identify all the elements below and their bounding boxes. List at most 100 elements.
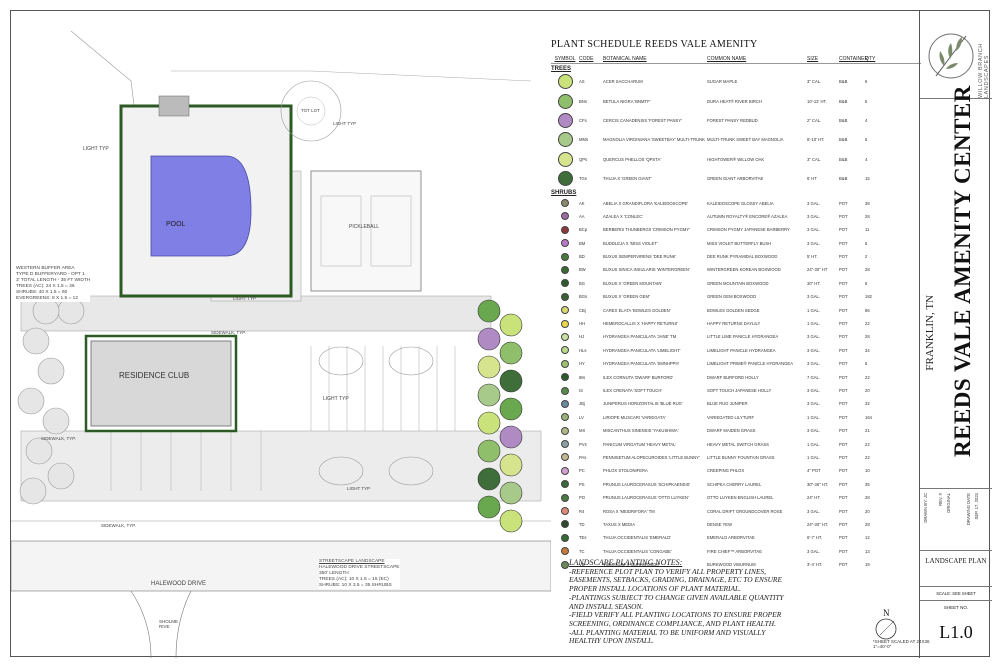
botanical-name: BUXUS X 'GREEN GEM' <box>603 294 650 300</box>
plant-size: 1 GAL. <box>807 441 821 447</box>
header-code: CODE <box>579 56 594 62</box>
botanical-name: VIBURNUM X 'BURKWOODII' <box>603 562 660 568</box>
botanical-name: HEMEROCALLIS X 'HAPPY RETURNS' <box>603 321 679 327</box>
tree-symbol <box>499 481 523 505</box>
plant-size: 3" CAL. <box>807 79 822 85</box>
plant-qty: 13 <box>865 548 870 554</box>
halewood-drive-road <box>11 540 551 592</box>
plant-symbol-icon <box>557 112 573 128</box>
sholme-drive-label: SHOLME RIVE <box>159 619 179 629</box>
botanical-name: BUDDLEJA X 'MISS VIOLET' <box>603 240 658 246</box>
plant-container: POT <box>839 321 848 327</box>
plant-code: IBs <box>579 374 586 380</box>
streetscape-note-line: STREETSCAPE LANDSCAPE <box>319 559 385 564</box>
plant-container: B&B <box>839 156 848 162</box>
sidewalk-label: SIDEWALK, TYP. <box>41 436 76 441</box>
plant-symbol-cell <box>551 225 579 234</box>
sheet-scale: SCALE: SEE SHEET <box>920 587 992 601</box>
plant-qty: 6 <box>865 280 868 286</box>
plant-size: 3" CAL. <box>807 156 822 162</box>
plant-symbol-cell <box>551 199 579 208</box>
plant-symbol-cell <box>551 252 579 261</box>
common-name: HEAVY METAL SWITCH GRASS <box>707 441 769 447</box>
plant-symbol-cell <box>551 560 579 569</box>
parking-island <box>318 456 364 486</box>
common-name: OTTO LUYKEN ENGLISH LAUREL <box>707 495 774 501</box>
light-typ-label: LIGHT TYP <box>233 296 257 301</box>
common-name: LIMELIGHT PANICLE HYDRANGEA <box>707 347 776 353</box>
common-name: DURA HEAT® RIVER BIRCH <box>707 98 762 104</box>
parking-stripes <box>110 346 456 491</box>
notes-title: LANDSCAPE PLANTING NOTES: <box>569 558 683 567</box>
plant-qty: 2 <box>865 254 868 260</box>
common-name: HIGHTOWER® WILLOW OAK <box>707 156 765 162</box>
botanical-name: JUNIPERUS HORIZONTALIS 'BLUE RUG' <box>603 401 683 407</box>
plant-symbol-icon <box>561 547 569 556</box>
plant-code: AS <box>579 79 585 85</box>
tree-symbol <box>499 509 523 533</box>
north-arrow-icon: N <box>875 609 897 640</box>
parking-lot <box>20 430 542 502</box>
plant-code: AA <box>579 213 585 219</box>
buffer-tree <box>37 357 65 385</box>
parking-island <box>318 346 364 376</box>
sheet-number-label: SHEET NO. <box>943 605 969 610</box>
streetscape-note-line: 350' LENGTH <box>319 571 349 576</box>
plant-code: HLs <box>579 347 587 353</box>
plant-container: POT <box>839 294 848 300</box>
buffer-tree <box>47 462 75 490</box>
scaled-at: *SHEET SCALED AT 24X36 <box>873 639 930 644</box>
botanical-name: THUJA X 'GREEN GIANT' <box>603 176 652 182</box>
court <box>370 195 412 267</box>
common-name: FOREST PANSY REDBUD <box>707 117 758 123</box>
tree-symbol <box>499 313 523 337</box>
botanical-name: ILEX CRENATA 'SOFT TOUCH' <box>603 388 663 393</box>
trees-group-label: TREES <box>551 66 572 72</box>
plant-symbol-cell <box>551 74 579 90</box>
plant-container: POT <box>839 240 848 246</box>
botanical-name: BETULA NIGRA 'BNMTF' <box>603 98 651 104</box>
tree-symbol <box>499 453 523 477</box>
plant-size: 3 GAL. <box>807 200 821 206</box>
plant-size: 5' HT. <box>807 254 818 260</box>
plant-code: HH <box>579 321 586 327</box>
drawn-by: DRAWN BY: JC <box>923 493 928 523</box>
plant-qty: 22 <box>865 321 870 327</box>
note-line: -PLANTINGS SUBJECT TO CHANGE GIVEN AVAIL… <box>569 592 784 602</box>
tree-symbol <box>477 495 501 519</box>
plant-size: 3 GAL. <box>807 388 821 393</box>
header-container: CONTAINER <box>839 56 869 62</box>
plant-qty: 28 <box>865 334 870 340</box>
common-name: DWARF MAIDEN GRASS <box>707 428 756 434</box>
botanical-name: ABELIA X GRANDIFLORA 'KALEIDOSCOPE' <box>603 200 689 206</box>
common-name: LITTLE BUNNY FOUNTAIN GRASS <box>707 454 775 460</box>
plant-symbol-cell <box>551 171 579 187</box>
plant-container: POT <box>839 508 848 514</box>
plant-container: POT <box>839 535 848 541</box>
plant-qty: 182 <box>865 294 872 300</box>
drawing-date-label: DRAWING DATE <box>966 493 971 526</box>
plant-symbol-cell <box>551 93 579 109</box>
rev-value: ORIGINAL <box>946 493 951 514</box>
note-line: -REFERENCE PLOT PLAN TO VERIFY ALL PROPE… <box>569 566 766 576</box>
plant-symbol-icon <box>561 466 569 475</box>
western-buffer-trees <box>17 297 85 505</box>
plant-symbol-icon <box>561 332 569 341</box>
botanical-name: BERBERIS THUNBERGII 'CRIMSON PYGMY' <box>603 227 690 233</box>
plant-code: TEs <box>579 535 587 541</box>
plant-size: 3 GAL. <box>807 508 821 514</box>
plant-qty: 5 <box>865 240 868 246</box>
